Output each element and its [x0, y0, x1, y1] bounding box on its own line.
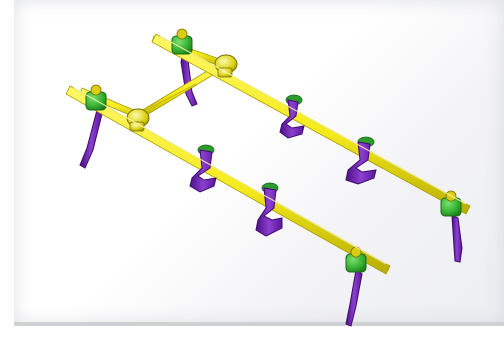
image-panel — [14, 0, 504, 324]
straight-tine-front-left — [79, 109, 103, 169]
rail-front-highlight — [73, 87, 387, 265]
panel-bottom-border — [14, 322, 504, 326]
clamp-front-right — [345, 246, 367, 273]
curved-tine-back-1 — [279, 94, 305, 139]
rail-back-highlight — [159, 35, 467, 205]
hub-back-left — [214, 54, 238, 78]
curved-tine-front-1 — [189, 144, 217, 193]
curved-tine-back-2 — [345, 136, 377, 185]
straight-tine-back-right — [451, 215, 463, 263]
curved-tine-front-2 — [255, 182, 283, 237]
straight-tine-front-right — [345, 269, 363, 327]
clamp-back-left — [171, 28, 193, 55]
hub-front-left — [126, 108, 150, 132]
straight-tine-back-left — [180, 50, 198, 107]
clamp-front-left — [85, 84, 107, 111]
clamp-back-right — [440, 190, 462, 217]
rail-front — [65, 85, 391, 275]
